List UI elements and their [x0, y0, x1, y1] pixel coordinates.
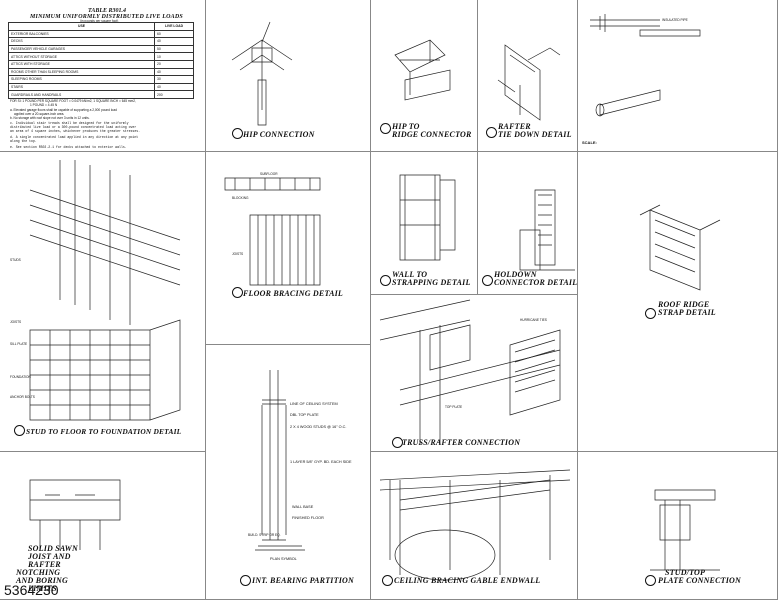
table-note-c: an area of 4 square inches, whichever pr…: [10, 129, 141, 133]
table-note-b: b. No storage with roof slope not over 3…: [10, 116, 90, 120]
cell-hip-connection: [206, 0, 371, 152]
detail-title-wall-strapping: WALL TO: [392, 270, 428, 279]
table-title: MINIMUM UNIFORMLY DISTRIBUTED LIVE LOADS: [30, 14, 183, 20]
detail-marker-circle: [392, 437, 403, 448]
label-foundation: FOUNDATION: [10, 375, 31, 379]
detail-marker-circle: [482, 275, 493, 286]
partition-label: BUILD. STRIP OR EQ.: [248, 533, 281, 537]
label-anchor-bolts: ANCHOR BOLTS: [10, 395, 35, 399]
pipe-label: INSULATED PIPE: [662, 18, 688, 22]
detail-marker-circle: [240, 575, 251, 586]
cell-int-bearing: [206, 345, 371, 600]
cell-wall-strapping: [371, 152, 478, 295]
detail-title-int-bearing: INT. BEARING PARTITION: [252, 576, 354, 585]
cell-rafter-tie: [478, 0, 578, 152]
label-subfloor: SUBFLOOR: [260, 172, 278, 176]
label-hurricane-ties: HURRICANE TIES: [520, 318, 547, 322]
table-number: TABLE R301.4: [87, 8, 126, 14]
footnote: 1 POUND = 4.45 N: [30, 103, 58, 107]
partition-label: 1 LAYER 5/8" GYP. BD. EACH SIDE: [290, 460, 352, 464]
detail-title-floor-bracing: FLOOR BRACING DETAIL: [243, 289, 344, 298]
detail-title-notching: NOTCHING: [16, 568, 61, 577]
partition-label: PLAN SYMBOL: [270, 557, 297, 561]
partition-label: LINE OF CEILING SYSTEM: [290, 402, 338, 406]
partition-label: 2 X 4 WOOD STUDS @ 16" O.C.: [290, 425, 347, 429]
detail-marker-circle: [486, 127, 497, 138]
detail-title-stud-top: STUD/TOP: [665, 568, 706, 577]
detail-marker-circle: [645, 308, 656, 319]
table-note-c: distributed live load or a 300-pound con…: [10, 125, 137, 129]
detail-marker-circle: [232, 287, 243, 298]
label-joists: JOISTS: [232, 252, 244, 256]
detail-title-notching: JOIST AND: [28, 552, 71, 561]
detail-title-hip-ridge: RIDGE CONNECTOR: [392, 130, 472, 139]
detail-marker-circle: [382, 575, 393, 586]
cell-insulated-pipe: [578, 0, 778, 152]
detail-marker-circle: [14, 425, 25, 436]
detail-title-notching: LIMITS: [28, 584, 57, 593]
label-blocking: BLOCKING: [232, 196, 249, 200]
col-use: USE: [8, 22, 155, 31]
detail-marker-circle: [380, 123, 391, 134]
detail-title-truss-rafter: TRUSS/RAFTER CONNECTION: [402, 438, 521, 447]
detail-title-hip-connection: HIP CONNECTION: [243, 130, 315, 139]
partition-label: WALL BASE: [292, 505, 314, 509]
detail-marker-circle: [645, 575, 656, 586]
detail-title-rafter-tie: TIE DOWN DETAIL: [498, 130, 572, 139]
detail-title-hip-ridge: HIP TO: [392, 122, 420, 131]
table-note-a: a. Elevated garage floors shall be capab…: [10, 108, 117, 112]
table-note-d: d. A single concentrated load applied in…: [10, 135, 139, 139]
table-note-a: applied over a 20-square-inch area.: [14, 112, 65, 116]
detail-title-ceiling-bracing: CEILING BRACING GABLE ENDWALL: [394, 576, 541, 585]
detail-title-notching: SOLID SAWN: [28, 544, 78, 553]
listing-number: 5364230: [4, 582, 59, 598]
table-note-d: along the top.: [10, 139, 37, 143]
cell-floor-bracing: [206, 152, 371, 345]
cell-stud-floor: [0, 152, 206, 452]
table-note-c: c. Individual stair treads shall be desi…: [10, 121, 129, 125]
partition-label: FINISHED FLOOR: [292, 516, 324, 520]
label-studs: STUDS: [10, 258, 21, 262]
table-note-e: e. See section R502.2.1 for decks attach…: [10, 145, 127, 149]
detail-title-wall-strapping: STRAPPING DETAIL: [392, 278, 471, 287]
detail-title-holdown: HOLDOWN: [494, 270, 537, 279]
col-live-load: LIVE LOAD: [154, 22, 194, 31]
label-joists: JOISTS: [10, 320, 22, 324]
cell-holdown: [478, 152, 578, 295]
label-sill-plate: SILL PLATE: [10, 342, 28, 346]
detail-marker-circle: [380, 275, 391, 286]
scale-label: SCALE:: [582, 140, 597, 145]
detail-title-notching: RAFTER: [28, 560, 61, 569]
cell-hip-ridge: [371, 0, 478, 152]
footnote: FOR SI: 1 POUND PER SQUARE FOOT = 0.0479…: [10, 99, 136, 103]
detail-title-stud-top: PLATE CONNECTION: [658, 576, 741, 585]
detail-title-roof-ridge: STRAP DETAIL: [658, 308, 716, 317]
detail-marker-circle: [232, 128, 243, 139]
cell-live-load-table: [0, 0, 206, 152]
partition-label: DBL TOP PLATE: [290, 413, 319, 417]
cell-truss-rafter: [371, 295, 578, 452]
detail-title-rafter-tie: RAFTER: [498, 122, 531, 131]
detail-title-notching: AND BORING: [16, 576, 69, 585]
detail-title-stud-floor: STUD TO FLOOR TO FOUNDATION DETAIL: [26, 427, 182, 436]
label-top-plate: TOP PLATE: [445, 405, 463, 409]
detail-title-roof-ridge: ROOF RIDGE: [658, 300, 710, 309]
table-subtitle: (in pounds per square foot): [80, 19, 119, 23]
detail-title-holdown: CONNECTOR DETAIL: [494, 278, 578, 287]
